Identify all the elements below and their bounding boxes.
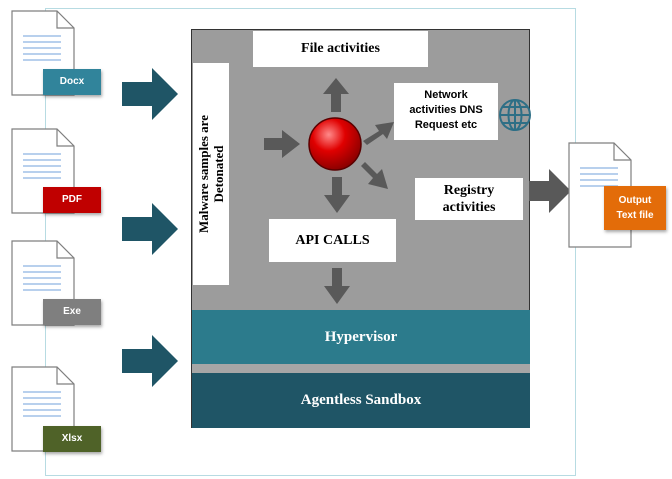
- agentless-sandbox-layer: Agentless Sandbox: [192, 373, 530, 428]
- exe-document-icon: Exe: [11, 240, 101, 326]
- arrow-to-file-activities: [323, 78, 349, 112]
- arrow-into-core: [264, 130, 300, 158]
- input-arrow-2: [122, 203, 178, 255]
- registry-activities-box: Registry activities: [415, 178, 523, 220]
- exe-tag: Exe: [43, 299, 101, 325]
- arrow-to-network: [363, 122, 394, 145]
- input-arrow-1: [122, 68, 178, 120]
- network-activities-box: Network activities DNS Request etc: [394, 83, 498, 140]
- xlsx-document-icon: Xlsx: [11, 366, 101, 452]
- file-activities-box: File activities: [253, 31, 428, 67]
- layer-divider: [192, 364, 530, 373]
- detonation-core-circle: [308, 117, 362, 171]
- arrow-to-hypervisor: [324, 268, 350, 304]
- output-document-icon: Output Text file: [568, 142, 666, 248]
- docx-tag: Docx: [43, 69, 101, 95]
- xlsx-tag: Xlsx: [43, 426, 101, 452]
- hypervisor-layer: Hypervisor: [192, 310, 530, 364]
- output-arrow: [529, 169, 571, 213]
- output-text-file-tag: Output Text file: [604, 186, 666, 230]
- docx-document-icon: Docx: [11, 10, 101, 96]
- input-arrow-3: [122, 335, 178, 387]
- pdf-tag: PDF: [43, 187, 101, 213]
- globe-icon: [499, 99, 531, 131]
- arrow-to-registry: [361, 162, 388, 189]
- arrow-to-api-calls: [324, 177, 350, 213]
- api-calls-box: API CALLS: [269, 219, 396, 262]
- pdf-document-icon: PDF: [11, 128, 101, 214]
